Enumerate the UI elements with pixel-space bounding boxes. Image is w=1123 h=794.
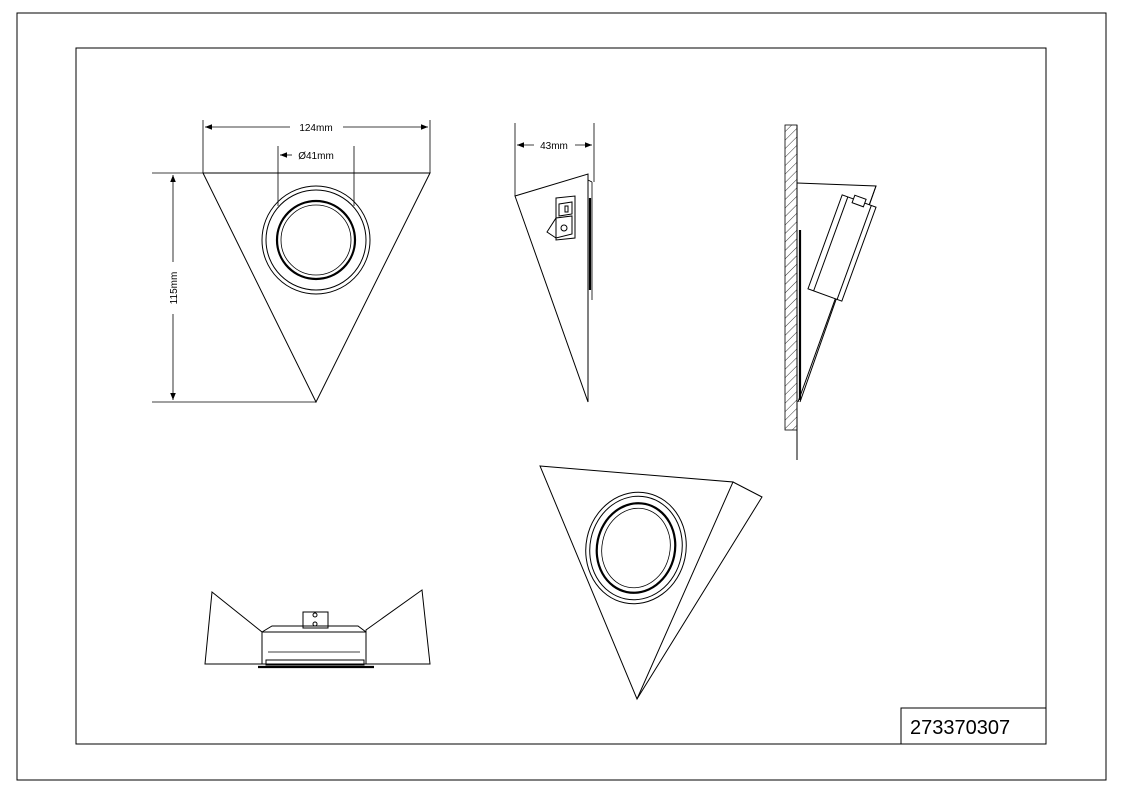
title-block: 273370307 <box>900 707 1047 745</box>
bottom-view <box>204 589 431 669</box>
mounted-side-view <box>784 124 877 460</box>
article-number: 273370307 <box>910 717 1010 739</box>
rocker-switch-icon <box>546 195 576 241</box>
dimension-diameter-label: Ø41mm <box>298 151 334 162</box>
inner-frame <box>75 47 1047 745</box>
dimension-height-label: 115mm <box>169 272 180 305</box>
outer-frame <box>16 12 1107 781</box>
dimension-width-label: 124mm <box>299 123 332 134</box>
dimension-depth-label: 43mm <box>540 141 568 152</box>
front-view: 124mm Ø41mm 115mm <box>152 120 431 404</box>
side-view: 43mm <box>514 123 595 403</box>
perspective-view <box>539 465 763 701</box>
